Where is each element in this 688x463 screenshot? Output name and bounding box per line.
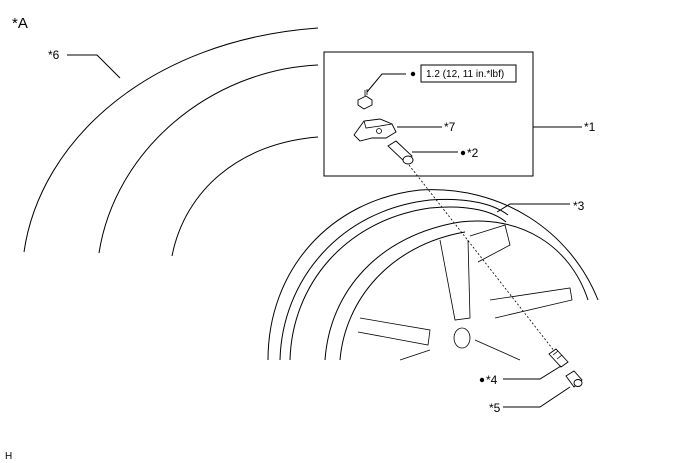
wheel-spoke-2 (469, 224, 511, 263)
lug-hole (453, 327, 471, 349)
wheel-rim (267, 189, 599, 361)
torque-leader (366, 73, 406, 93)
view-label: *A (12, 15, 28, 32)
grommet (387, 140, 414, 165)
torque-spec-text: 1.2 (12, 11 in.*lbf) (426, 69, 504, 80)
callout-5: *5 (489, 401, 501, 415)
callout-2: *2 (467, 146, 479, 160)
rim-inner-edge (339, 231, 466, 361)
tire-middle-arc (98, 64, 319, 254)
leader-3 (496, 203, 570, 213)
wheel-spoke-3 (357, 317, 431, 346)
tire (23, 27, 319, 257)
wheel-spoke-6 (399, 349, 431, 361)
rim-flange-2 (289, 206, 507, 361)
bullet-2 (460, 150, 466, 156)
detail-box (323, 51, 534, 177)
rim-inner-barrel (324, 220, 589, 361)
rim-flange-1 (279, 198, 509, 361)
wheel-spoke-1 (439, 239, 471, 321)
rim-outer-edge (267, 189, 599, 361)
torque-spec-box (420, 64, 517, 83)
callout-3: *3 (573, 199, 585, 213)
sensor-screw (357, 89, 373, 110)
callout-4: *4 (486, 373, 498, 387)
torque-bullet (410, 71, 416, 77)
assembly-axis (408, 164, 556, 353)
valve-stem (548, 348, 569, 368)
callout-1: *1 (584, 120, 596, 134)
wheel-spoke-5 (474, 339, 521, 361)
corner-mark: H (5, 451, 12, 462)
leader-5 (503, 386, 571, 408)
pressure-sensor (353, 118, 397, 142)
bullet-4 (479, 377, 485, 383)
leader-4 (503, 365, 562, 380)
wheel-spoke-4 (489, 287, 573, 319)
callout-7: *7 (444, 120, 456, 134)
leader-6 (67, 54, 121, 79)
tire-inner-arc (171, 136, 319, 257)
callout-6: *6 (48, 48, 60, 62)
valve-cap (565, 370, 583, 388)
tire-outer-arc (23, 27, 319, 253)
